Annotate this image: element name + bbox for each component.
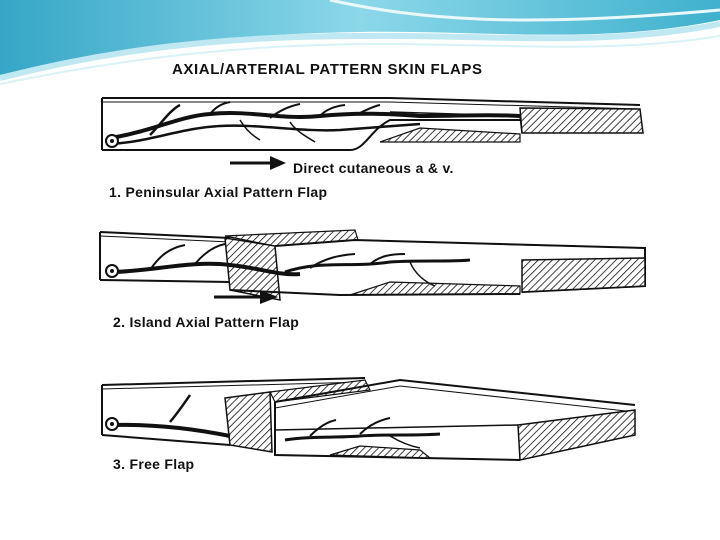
flap-diagram bbox=[99, 97, 646, 461]
panel-1-caption: 1. Peninsular Axial Pattern Flap bbox=[109, 184, 328, 200]
panel-3-caption: 3. Free Flap bbox=[113, 456, 195, 472]
panel-2-caption: 2. Island Axial Pattern Flap bbox=[113, 314, 300, 330]
slide-header-swoosh bbox=[0, 0, 720, 85]
panel-2-island-flap bbox=[99, 229, 646, 304]
diagram-title: AXIAL/ARTERIAL PATTERN SKIN FLAPS bbox=[172, 61, 483, 78]
panel-1-peninsular-flap bbox=[101, 97, 644, 170]
panel-3-free-flap bbox=[101, 377, 636, 461]
arrow-label-direct-cutaneous: Direct cutaneous a & v. bbox=[293, 160, 454, 176]
